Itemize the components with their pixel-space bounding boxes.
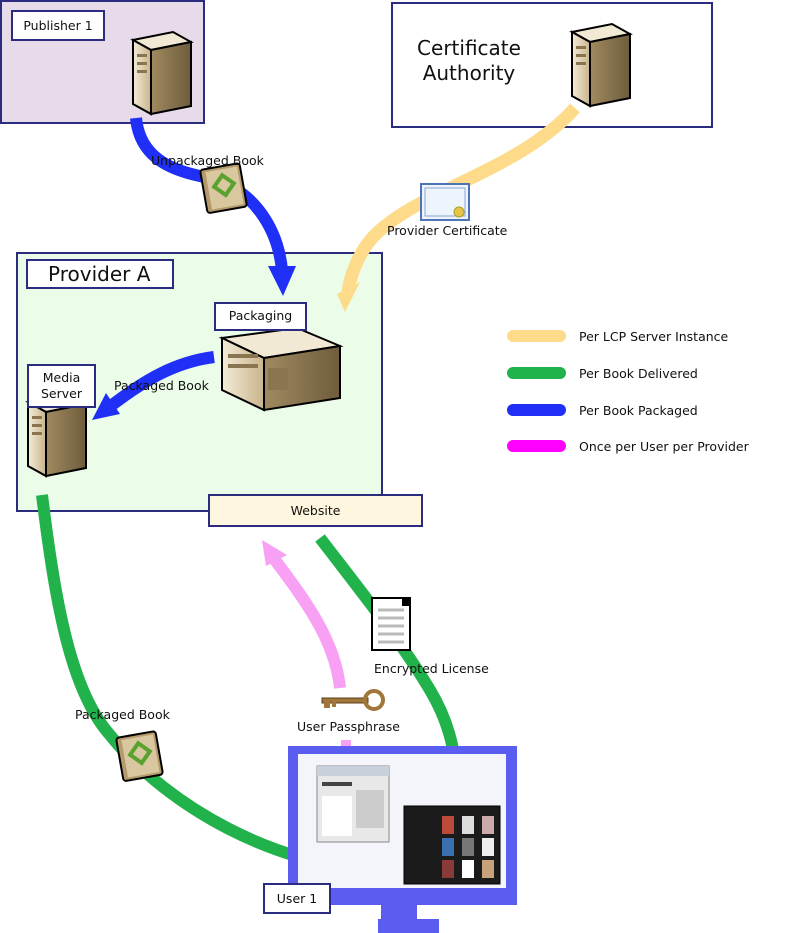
legend-label-book-packaged: Per Book Packaged — [579, 403, 698, 418]
media-server-label: Media Server — [27, 364, 96, 408]
certificate-authority-line1: Certificate — [417, 36, 521, 60]
certificate-authority-region — [391, 2, 713, 128]
license-document-icon — [371, 597, 411, 651]
arrow-packaged-book-inner — [108, 351, 215, 410]
epub-book-icon — [199, 162, 248, 214]
legend-swatch — [507, 367, 566, 379]
user-label: User 1 — [263, 883, 331, 914]
key-icon — [321, 689, 385, 711]
arrow-encrypted-license — [315, 534, 461, 771]
media-server-line1: Media — [42, 370, 81, 386]
legend — [507, 330, 566, 452]
edge-label-packaged-book-outer: Packaged Book — [75, 707, 170, 722]
server-icon — [130, 30, 194, 116]
arrow-provider-certificate — [341, 103, 580, 293]
legend-swatch — [507, 404, 566, 416]
legend-label-book-delivered: Per Book Delivered — [579, 366, 698, 381]
certificate-authority-label: Certificate Authority — [404, 36, 534, 86]
epub-book-icon — [115, 730, 164, 782]
edge-label-packaged-book-inner: Packaged Book — [114, 378, 209, 393]
arrowhead-unpackaged-book — [268, 266, 296, 296]
certificate-authority-line2: Authority — [422, 61, 516, 85]
arrowhead-packaged-book-inner — [92, 393, 120, 420]
arrow-user-passphrase-upper — [270, 556, 346, 689]
packaging-label: Packaging — [214, 302, 307, 331]
publisher-label: Publisher 1 — [11, 10, 105, 41]
media-server-line2: Server — [41, 386, 82, 401]
legend-swatch — [507, 440, 566, 452]
arrowhead-provider-certificate — [337, 282, 360, 312]
server-icon — [218, 326, 344, 412]
website-label[interactable]: Website — [208, 494, 423, 527]
legend-swatch — [507, 330, 566, 342]
edge-label-unpackaged-book: Unpackaged Book — [151, 153, 264, 168]
edge-label-user-passphrase: User Passphrase — [297, 719, 400, 734]
edge-label-provider-certificate: Provider Certificate — [387, 223, 508, 238]
certificate-icon — [420, 183, 470, 221]
legend-label-lcp-server: Per LCP Server Instance — [579, 329, 729, 344]
provider-label: Provider A — [26, 259, 174, 289]
edge-label-encrypted-license: Encrypted License — [374, 661, 489, 676]
arrow-packaged-book-outer — [36, 494, 366, 874]
server-icon — [569, 22, 633, 108]
monitor-icon — [288, 746, 517, 933]
arrowhead-user-passphrase — [262, 540, 287, 566]
legend-label-user-provider: Once per User per Provider — [579, 439, 749, 454]
